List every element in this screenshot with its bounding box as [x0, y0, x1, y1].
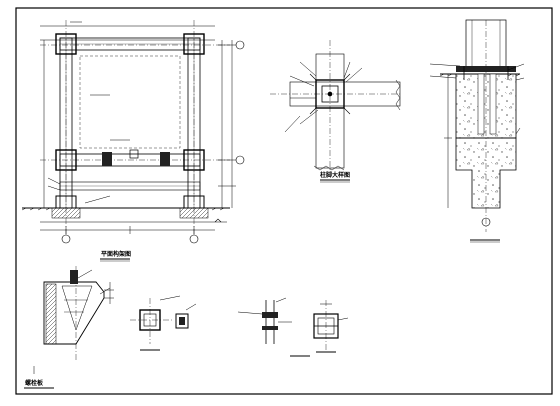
drawing-frame	[15, 7, 553, 395]
plate-detail-a	[237, 297, 310, 357]
column-top-detail	[270, 40, 401, 183]
bracket-detail	[24, 266, 114, 389]
caption-front-elevation: 平面构架图	[101, 251, 132, 258]
caption-bracket-detail: 螺栓板	[25, 380, 44, 387]
caption-column-top-detail: 柱脚大样图	[320, 172, 351, 179]
pipe-section-detail	[130, 295, 197, 351]
front-elevation	[21, 20, 245, 262]
column-section	[429, 19, 525, 243]
plate-detail-b	[313, 300, 349, 353]
